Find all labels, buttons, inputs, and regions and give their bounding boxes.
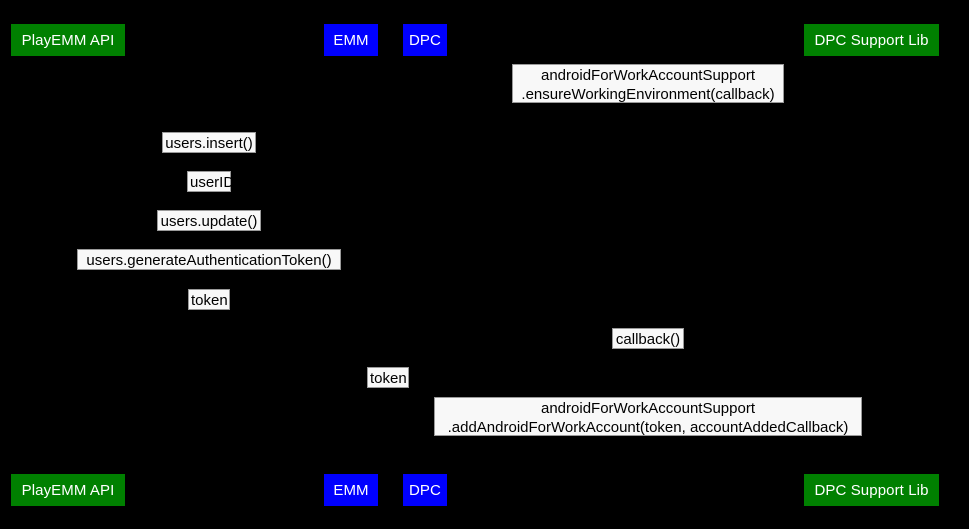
message-label-line: .addAndroidForWorkAccount(token, account… [447,419,849,436]
message-label-line: callback() [615,331,681,348]
message-label-m1: androidForWorkAccountSupport .ensureWorki… [512,64,784,103]
message-label-line: token [370,370,407,387]
message-label-m3: userID [187,171,235,192]
message-label-m4: users.update() [157,210,261,231]
message-label-line: token [191,292,228,309]
participant-playemm-api-top[interactable]: PlayEMM API [11,24,125,56]
participant-playemm-api-bottom[interactable]: PlayEMM API [11,474,125,506]
message-label-m5: users.generateAuthenticationToken() [77,249,341,270]
message-label-line: androidForWorkAccountSupport [541,67,755,84]
participant-label: DPC Support Lib [814,31,929,49]
message-arrow-m8 [351,390,425,391]
message-arrow-m5 [68,272,351,273]
lifeline-dpc [425,56,426,474]
lifeline-dpc-support-lib [871,56,872,474]
message-label-line: .ensureWorkingEnvironment(callback) [521,86,775,103]
message-label-m2: users.insert() [162,132,256,153]
message-arrow-m1 [425,105,871,106]
message-arrow-m6 [68,312,351,313]
message-label-m9: androidForWorkAccountSupport .addAndroidF… [434,397,862,436]
message-label-line: userID [190,174,235,191]
message-label-m7: callback() [612,328,684,349]
message-label-line: users.generateAuthenticationToken() [86,252,332,269]
lifeline-playemm-api [68,56,69,474]
participant-label: EMM [333,31,369,49]
participant-dpc-top[interactable]: DPC [403,24,447,56]
lifeline-emm [351,56,352,474]
message-label-m6: token [188,289,230,310]
participant-dpc-support-lib-top[interactable]: DPC Support Lib [804,24,939,56]
participant-label: DPC [409,31,441,49]
message-arrow-m2 [68,155,351,156]
participant-emm-top[interactable]: EMM [324,24,378,56]
participant-emm-bottom[interactable]: EMM [324,474,378,506]
participant-dpc-bottom[interactable]: DPC [403,474,447,506]
participant-label: EMM [333,481,369,499]
message-arrow-m7 [425,351,871,352]
participant-label: DPC Support Lib [814,481,929,499]
participant-dpc-support-lib-bottom[interactable]: DPC Support Lib [804,474,939,506]
message-label-m8: token [367,367,409,388]
message-label-line: androidForWorkAccountSupport [541,400,755,417]
message-arrow-m3 [68,194,351,195]
message-label-line: users.insert() [165,135,253,152]
participant-label: DPC [409,481,441,499]
message-label-line: users.update() [160,213,258,230]
message-arrow-m9 [425,438,871,439]
message-arrow-m4 [68,233,351,234]
participant-label: PlayEMM API [21,481,115,499]
participant-label: PlayEMM API [21,31,115,49]
